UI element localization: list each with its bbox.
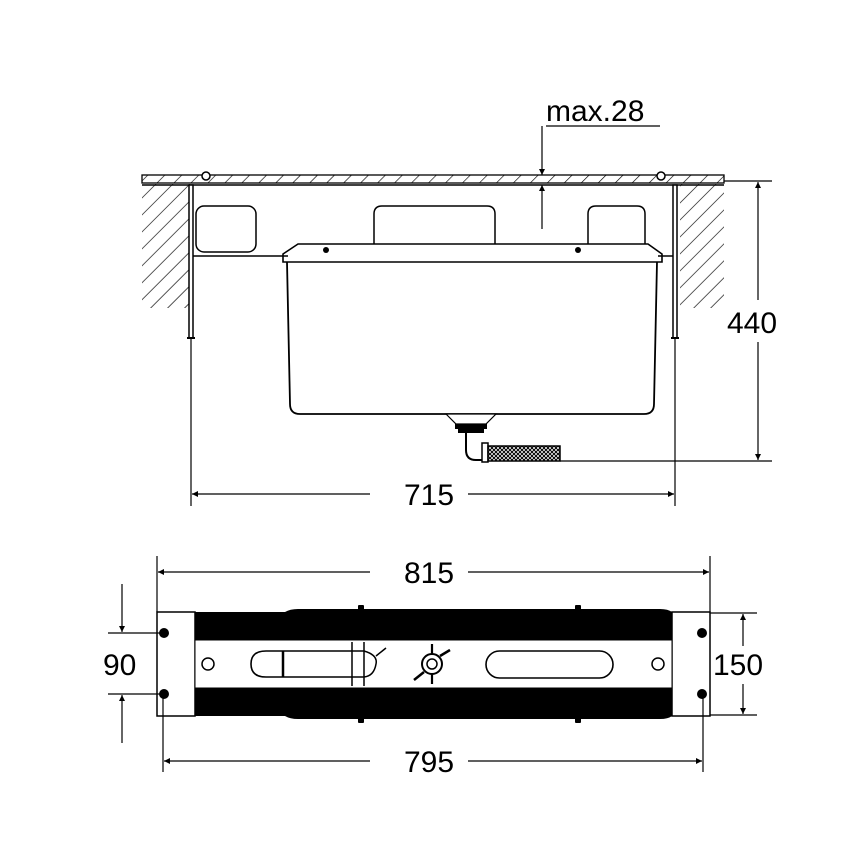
dimension-frame-height: 150 bbox=[710, 612, 763, 716]
mount-hole bbox=[159, 689, 169, 699]
inner-width-label: 795 bbox=[404, 746, 454, 779]
dimension-outer-width: 815 bbox=[156, 556, 711, 612]
front-view: max.28 440 715 bbox=[141, 95, 777, 512]
end-plate-right bbox=[671, 611, 711, 717]
mount-hole bbox=[697, 628, 707, 638]
dimension-inner-width: 795 bbox=[162, 694, 704, 779]
dimension-hole-spacing: 90 bbox=[103, 584, 160, 743]
mounting-frame bbox=[187, 184, 679, 339]
hole-spacing-label: 90 bbox=[103, 649, 136, 682]
countertop bbox=[141, 171, 725, 186]
dimension-width: 715 bbox=[190, 338, 676, 512]
width-label: 715 bbox=[404, 479, 454, 512]
dimension-height: 440 bbox=[560, 180, 777, 462]
dimension-max-depth: max.28 bbox=[539, 95, 660, 229]
mount-hole bbox=[159, 628, 169, 638]
frame-inner-features bbox=[201, 642, 665, 686]
wall-right bbox=[680, 184, 724, 308]
sink-basin bbox=[282, 243, 663, 415]
mount-hole bbox=[697, 689, 707, 699]
wall-left bbox=[142, 184, 190, 308]
outer-width-label: 815 bbox=[404, 557, 454, 590]
drain-fitting bbox=[444, 413, 561, 463]
top-view: 815 bbox=[103, 556, 763, 779]
center-drain-fitting bbox=[413, 644, 451, 684]
frame-height-label: 150 bbox=[713, 649, 763, 682]
height-label: 440 bbox=[727, 307, 777, 340]
max-depth-label: max.28 bbox=[546, 95, 644, 128]
